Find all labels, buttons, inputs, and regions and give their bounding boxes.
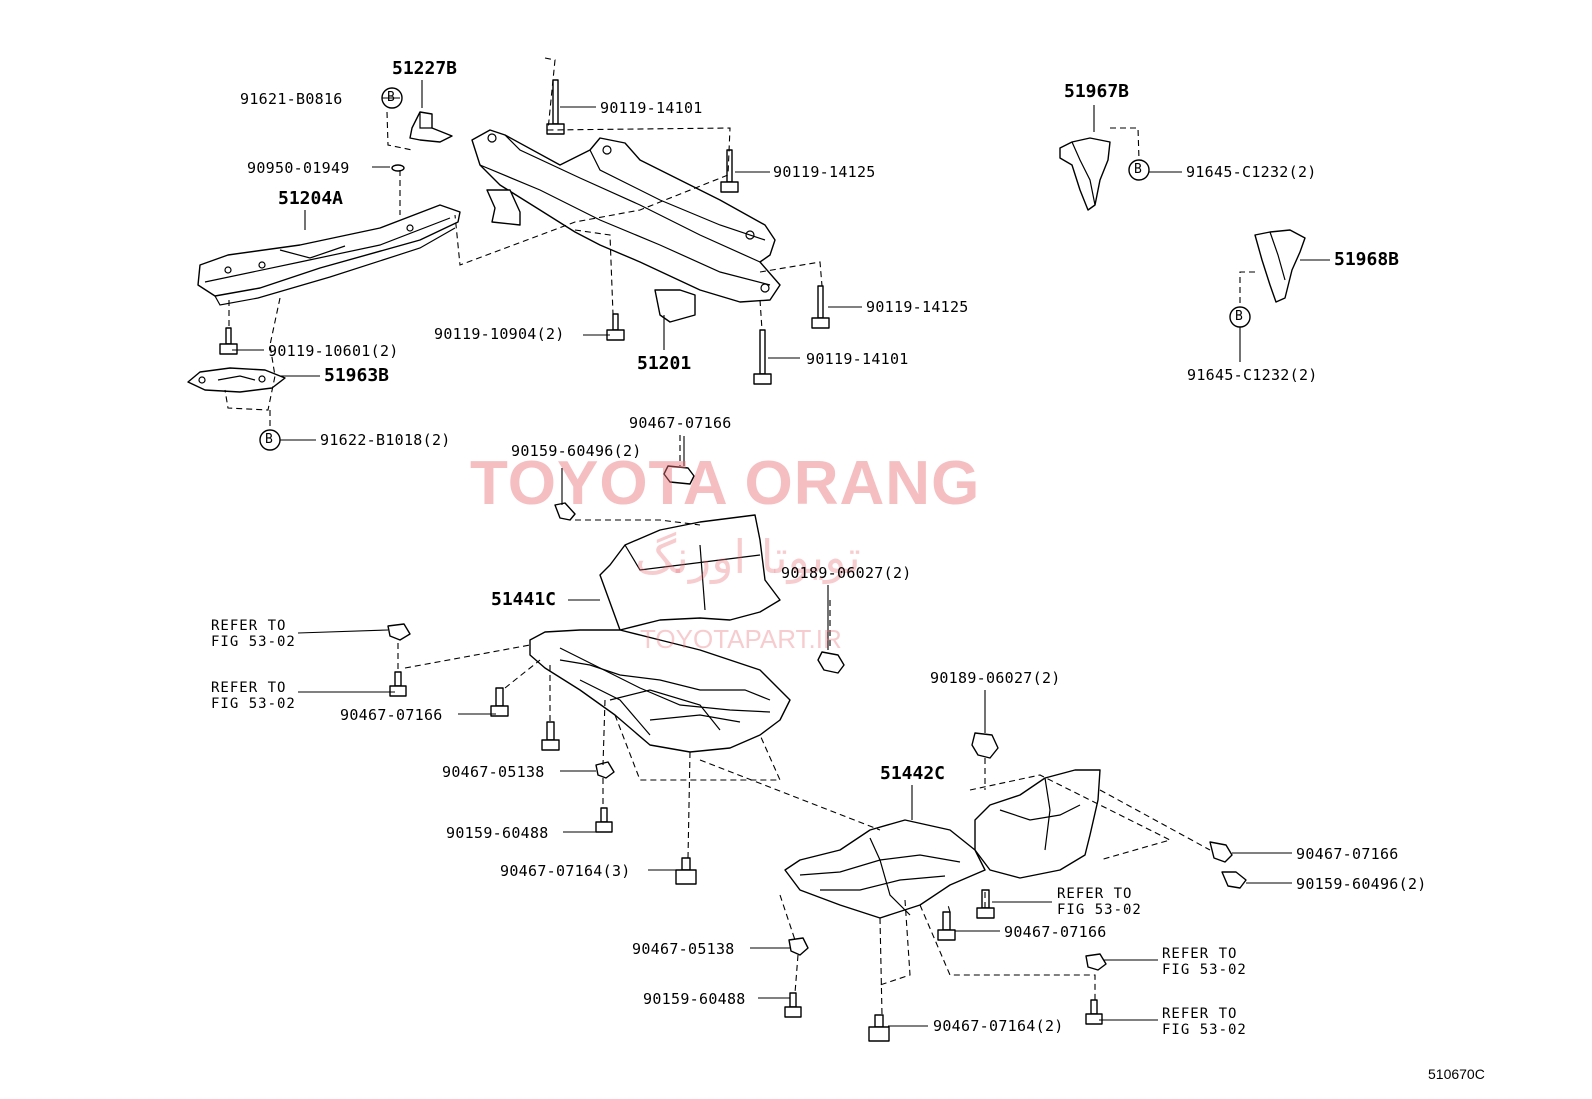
callout-51442c: 51442C bbox=[880, 763, 946, 784]
plate-51963b bbox=[187, 367, 286, 393]
clip-set-lower bbox=[387, 465, 1247, 1042]
callout-90467-07166: 90467-07166 bbox=[340, 706, 443, 724]
bracket-51227b bbox=[409, 111, 453, 143]
callout-91621-b0816: 91621-B0816 bbox=[240, 90, 343, 108]
callout-51201: 51201 bbox=[637, 353, 692, 374]
watermark-site: TOYOTAPART.IR bbox=[640, 624, 842, 654]
callout-51967b: 51967B bbox=[1064, 81, 1130, 102]
b-marks bbox=[259, 87, 1251, 451]
refer-fig-line: FIG 53-02 bbox=[211, 634, 296, 650]
dashed-guides bbox=[224, 57, 1255, 1016]
refer-fig-line: FIG 53-02 bbox=[1057, 902, 1142, 918]
refer-line: REFER TO bbox=[1162, 1006, 1238, 1022]
callout-90119-10904: 90119-10904(2) bbox=[434, 325, 565, 343]
refer-line: REFER TO bbox=[1057, 886, 1133, 902]
refer-fig-53-02: REFER TO FIG 53-02 bbox=[1057, 886, 1142, 918]
engine-undercover-51441c bbox=[529, 514, 791, 753]
b-mark-label: B bbox=[265, 432, 274, 447]
callout-91622-b1018: 91622-B1018(2) bbox=[320, 431, 451, 449]
refer-fig-line: FIG 53-02 bbox=[1162, 962, 1247, 978]
callout-51968b: 51968B bbox=[1334, 249, 1400, 270]
callout-51204a: 51204A bbox=[278, 188, 344, 209]
callout-51441c: 51441C bbox=[491, 589, 557, 610]
b-mark-label: B bbox=[387, 90, 396, 105]
callout-90467-07166: 90467-07166 bbox=[1296, 845, 1399, 863]
callout-90467-07166: 90467-07166 bbox=[1004, 923, 1107, 941]
figure-code: 510670C bbox=[1428, 1066, 1485, 1082]
refer-line: REFER TO bbox=[211, 680, 287, 696]
refer-fig-53-02: REFER TO FIG 53-02 bbox=[1162, 1006, 1247, 1038]
callout-90119-14125: 90119-14125 bbox=[866, 298, 969, 316]
rear-undercover-51442c bbox=[784, 769, 1101, 919]
b-mark-label: B bbox=[1235, 309, 1244, 324]
main-crossmember-51201 bbox=[471, 129, 781, 323]
bracket-51968b bbox=[1254, 229, 1306, 303]
callout-90950-01949: 90950-01949 bbox=[247, 159, 350, 177]
callout-91645-c1232: 91645-C1232(2) bbox=[1186, 163, 1317, 181]
callout-90159-60488: 90159-60488 bbox=[643, 990, 746, 1008]
callout-90119-14125: 90119-14125 bbox=[773, 163, 876, 181]
callout-90467-05138: 90467-05138 bbox=[632, 940, 735, 958]
watermark-main: TOYOTA ORANG bbox=[470, 449, 981, 518]
refer-fig-53-02: REFER TO FIG 53-02 bbox=[211, 618, 296, 650]
callout-90467-07164: 90467-07164(2) bbox=[933, 1017, 1064, 1035]
bolt-set-top bbox=[219, 79, 830, 385]
bracket-51967b bbox=[1059, 137, 1111, 211]
watermark-script: تویوتا اورنگ bbox=[635, 530, 861, 584]
callout-90119-10601: 90119-10601(2) bbox=[268, 342, 399, 360]
washer-90950 bbox=[391, 164, 405, 172]
callout-90159-60488: 90159-60488 bbox=[446, 824, 549, 842]
refer-fig-53-02: REFER TO FIG 53-02 bbox=[1162, 946, 1247, 978]
refer-fig-line: FIG 53-02 bbox=[211, 696, 296, 712]
callout-90467-05138: 90467-05138 bbox=[442, 763, 545, 781]
callout-90119-14101: 90119-14101 bbox=[600, 99, 703, 117]
callout-91645-c1232: 91645-C1232(2) bbox=[1187, 366, 1318, 384]
callout-90467-07166: 90467-07166 bbox=[629, 414, 732, 432]
refer-fig-53-02: REFER TO FIG 53-02 bbox=[211, 680, 296, 712]
b-mark-label: B bbox=[1134, 162, 1143, 177]
callout-90189-06027: 90189-06027(2) bbox=[930, 669, 1061, 687]
callout-51227b: 51227B bbox=[392, 58, 458, 79]
callout-51963b: 51963B bbox=[324, 365, 390, 386]
refer-line: REFER TO bbox=[211, 618, 287, 634]
callout-90119-14101: 90119-14101 bbox=[806, 350, 909, 368]
callout-90159-60496: 90159-60496(2) bbox=[511, 442, 642, 460]
refer-fig-line: FIG 53-02 bbox=[1162, 1022, 1247, 1038]
callout-90159-60496: 90159-60496(2) bbox=[1296, 875, 1427, 893]
callout-90467-07164: 90467-07164(3) bbox=[500, 862, 631, 880]
leader-lines bbox=[232, 80, 1330, 1027]
refer-line: REFER TO bbox=[1162, 946, 1238, 962]
callout-90189-06027: 90189-06027(2) bbox=[781, 564, 912, 582]
crossmember-rail-51204a bbox=[197, 204, 461, 306]
